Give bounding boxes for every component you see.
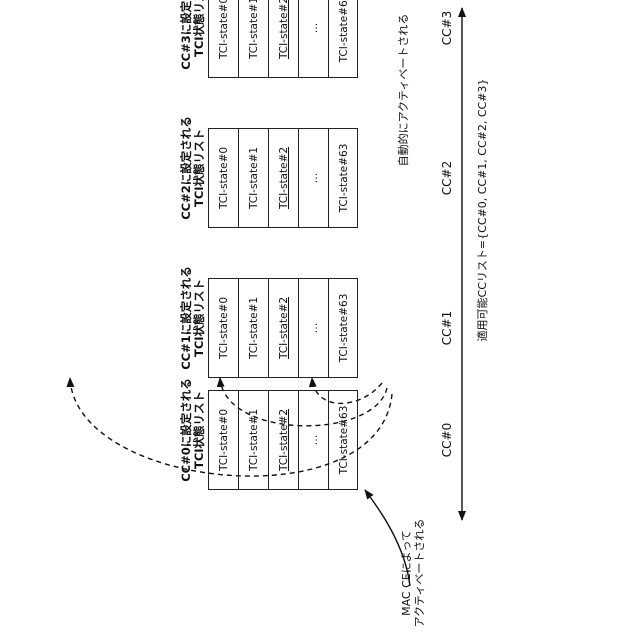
tci-row-label: TCI-state#63 [338,144,350,213]
tci-row-label: TCI-state#2 [278,147,290,209]
tci-row: … [299,129,329,227]
tci-row: … [299,0,329,77]
tci-row: TCI-state#0 [209,0,239,77]
tci-row: TCI-state#1 [239,279,269,377]
tci-row-label: … [308,23,320,34]
tci-row-label: TCI-state#0 [218,297,230,359]
tci-row-label: TCI-state#63 [338,406,350,475]
tci-row-active: TCI-state#2 [269,0,299,77]
tci-row-active: TCI-state#2 [269,391,299,489]
mac-ce-note-line2: アクティベートされる [413,518,426,628]
tci-row: TCI-state#63 [329,279,359,377]
axis-label-cc1: CC#1 [440,298,454,358]
tci-row-label: TCI-state#2 [278,297,290,359]
tci-row-label: TCI-state#1 [248,0,260,59]
list-title-cc0: CC#0に設定される TCI状態リスト [180,370,206,490]
axis-label-cc2: CC#2 [440,148,454,208]
tci-state-list-cc3: TCI-state#0 TCI-state#1 TCI-state#2 … TC… [208,0,358,78]
tci-row: TCI-state#0 [209,129,239,227]
list-title-line2: TCI状態リスト [193,258,206,378]
tci-row-label: TCI-state#0 [218,147,230,209]
tci-row: TCI-state#1 [239,0,269,77]
list-title-cc3: CC#3に設定される TCI状態リスト [180,0,206,78]
tci-row: TCI-state#0 [209,279,239,377]
auto-activation-note: 自動的にアクティベートされる [397,0,410,180]
tci-row-label: … [308,173,320,184]
tci-row-label: … [308,323,320,334]
tci-row-label: TCI-state#0 [218,0,230,59]
tci-row: TCI-state#63 [329,391,359,489]
tci-row-label: TCI-state#1 [248,297,260,359]
applicable-cc-list: 適用可能CCリスト={CC#0, CC#1, CC#2, CC#3} [474,10,490,410]
axis-label-cc0: CC#0 [440,410,454,470]
tci-row-label: TCI-state#2 [278,0,290,59]
tci-row-label: TCI-state#63 [338,294,350,363]
tci-row: TCI-state#63 [329,0,359,77]
tci-row-label: … [308,435,320,446]
list-title-line2: TCI状態リスト [193,370,206,490]
tci-row-label: TCI-state#0 [218,409,230,471]
tci-row-label: TCI-state#1 [248,147,260,209]
tci-row: … [299,391,329,489]
tci-row: TCI-state#1 [239,129,269,227]
list-title-cc1: CC#1に設定される TCI状態リスト [180,258,206,378]
tci-row-active: TCI-state#2 [269,129,299,227]
tci-row-label: TCI-state#63 [338,0,350,62]
tci-state-list-cc2: TCI-state#0 TCI-state#1 TCI-state#2 … TC… [208,128,358,228]
tci-row: TCI-state#1 [239,391,269,489]
tci-row: TCI-state#63 [329,129,359,227]
tci-row-label: TCI-state#2 [278,409,290,471]
mac-ce-note: MAC CEによって アクティベートされる [400,518,426,628]
mac-ce-note-line1: MAC CEによって [400,518,413,628]
tci-state-list-cc0: TCI-state#0 TCI-state#1 TCI-state#2 … TC… [208,390,358,490]
axis-label-cc3: CC#3 [440,0,454,58]
tci-row-label: TCI-state#1 [248,409,260,471]
list-title-line2: TCI状態リスト [193,108,206,228]
list-title-line2: TCI状態リスト [193,0,206,78]
tci-row-active: TCI-state#2 [269,279,299,377]
tci-state-list-cc1: TCI-state#0 TCI-state#1 TCI-state#2 … TC… [208,278,358,378]
tci-row: TCI-state#0 [209,391,239,489]
list-title-cc2: CC#2に設定される TCI状態リスト [180,108,206,228]
tci-row: … [299,279,329,377]
